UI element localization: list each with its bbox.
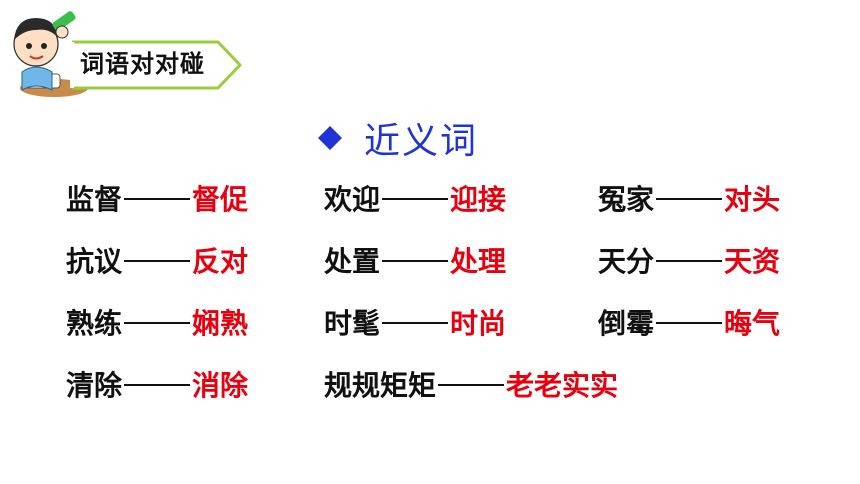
dash-separator	[124, 198, 191, 200]
synonym-pair: 倒霉 晦气	[598, 304, 780, 344]
word: 欢迎	[324, 183, 381, 216]
badge-label: 词语对对碰	[80, 50, 205, 78]
hand	[55, 25, 69, 39]
dash-separator	[382, 260, 449, 262]
synonym-pair: 冤家 对头	[598, 180, 780, 220]
word: 处置	[324, 245, 381, 278]
synonym: 迎接	[450, 183, 507, 216]
synonym-pair: 规规矩矩 老老实实	[324, 366, 618, 406]
synonym: 处理	[450, 245, 507, 278]
dash-separator	[382, 198, 449, 200]
synonym-pair: 抗议 反对	[66, 242, 248, 282]
dash-separator	[124, 384, 191, 386]
dash-separator	[382, 322, 449, 324]
synonym: 督促	[192, 183, 249, 216]
synonym: 对头	[724, 183, 781, 216]
section-heading: 近义词	[318, 112, 478, 164]
shirt	[21, 66, 53, 91]
synonym-pair: 欢迎 迎接	[324, 180, 506, 220]
synonym: 晦气	[724, 307, 781, 340]
word: 监督	[66, 183, 123, 216]
cartoon-boy-illustration	[13, 11, 88, 97]
word: 冤家	[598, 183, 655, 216]
dash-separator	[656, 260, 723, 262]
synonym: 消除	[192, 369, 249, 402]
synonym-pair: 监督 督促	[66, 180, 248, 220]
green-marker-icon	[52, 11, 76, 31]
title-badge	[70, 40, 242, 90]
synonym-pair: 清除 消除	[66, 366, 248, 406]
left-eye	[26, 43, 32, 49]
synonym: 老老实实	[506, 369, 619, 402]
word: 时髦	[324, 307, 381, 340]
word: 天分	[598, 245, 655, 278]
synonym: 反对	[192, 245, 249, 278]
word: 抗议	[66, 245, 123, 278]
right-eye	[41, 43, 47, 49]
hair	[14, 18, 58, 40]
dash-separator	[124, 322, 191, 324]
word: 清除	[66, 369, 123, 402]
dash-separator	[124, 260, 191, 262]
synonym-pair: 处置 处理	[324, 242, 506, 282]
synonym: 时尚	[450, 307, 507, 340]
word: 倒霉	[598, 307, 655, 340]
synonym-pair: 时髦 时尚	[324, 304, 506, 344]
word: 规规矩矩	[324, 369, 437, 402]
dash-separator	[656, 198, 723, 200]
section-title: 近义词	[364, 121, 479, 162]
synonym: 天资	[724, 245, 781, 278]
diamond-bullet-icon	[318, 126, 342, 150]
word: 熟练	[66, 307, 123, 340]
dash-separator	[656, 322, 723, 324]
mouth	[29, 55, 44, 60]
synonym-pair: 熟练 娴熟	[66, 304, 248, 344]
dash-separator	[438, 384, 505, 386]
synonym-pair: 天分 天资	[598, 242, 780, 282]
synonym: 娴熟	[192, 307, 249, 340]
